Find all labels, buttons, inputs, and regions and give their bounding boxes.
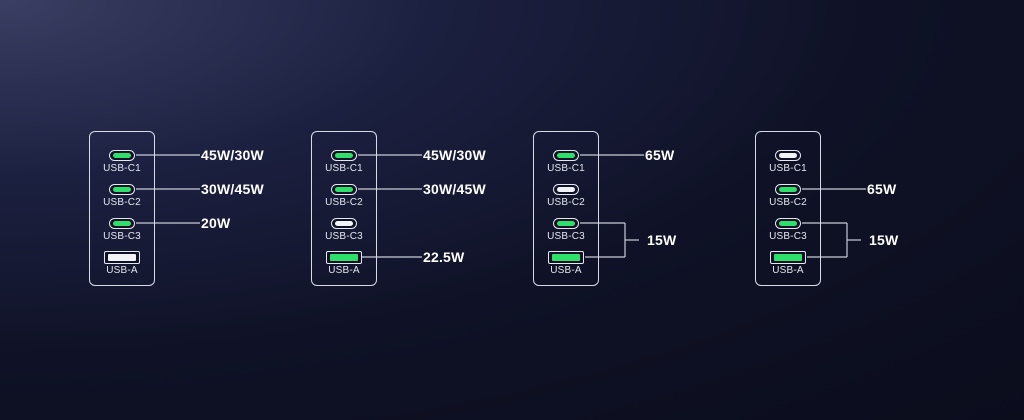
port-power-label: 45W/30W xyxy=(201,147,264,163)
charger-2 xyxy=(311,131,377,286)
usb-c-port-icon xyxy=(109,149,135,161)
port-active-indicator xyxy=(779,186,797,192)
port-active-indicator xyxy=(774,253,802,261)
port-inactive-indicator xyxy=(557,186,575,192)
port-label: USB-C3 xyxy=(325,231,363,242)
usb-c-port-icon xyxy=(775,149,801,161)
port-power-label: 65W xyxy=(645,147,675,163)
charger-4 xyxy=(755,131,821,286)
port-active-indicator xyxy=(330,253,358,261)
usb-c-port-icon xyxy=(553,217,579,229)
port-label: USB-C1 xyxy=(325,163,363,174)
port-active-indicator xyxy=(335,186,353,192)
usb-c-port-icon xyxy=(109,217,135,229)
port-label: USB-C3 xyxy=(769,231,807,242)
port-active-indicator xyxy=(113,186,131,192)
port-label: USB-C3 xyxy=(547,231,585,242)
port-label: USB-C1 xyxy=(547,163,585,174)
port-label: USB-C3 xyxy=(103,231,141,242)
charger-3 xyxy=(533,131,599,286)
usb-c-port-icon xyxy=(331,183,357,195)
port-power-label: 22.5W xyxy=(423,249,465,265)
charger-1 xyxy=(89,131,155,286)
port-label: USB-C2 xyxy=(103,197,141,208)
usb-a-port-icon xyxy=(548,250,584,264)
usb-a-port-icon xyxy=(326,250,362,264)
port-power-label: 45W/30W xyxy=(423,147,486,163)
port-label: USB-C1 xyxy=(769,163,807,174)
usb-a-port-icon xyxy=(770,250,806,264)
usb-c-port-icon xyxy=(331,217,357,229)
port-label: USB-C1 xyxy=(103,163,141,174)
port-active-indicator xyxy=(113,152,131,158)
port-label: USB-C2 xyxy=(325,197,363,208)
port-label: USB-A xyxy=(106,265,138,276)
port-power-label: 65W xyxy=(867,181,897,197)
port-active-indicator xyxy=(552,253,580,261)
port-active-indicator xyxy=(335,152,353,158)
port-label: USB-A xyxy=(328,265,360,276)
port-label: USB-C2 xyxy=(547,197,585,208)
usb-c-port-icon xyxy=(775,217,801,229)
port-active-indicator xyxy=(113,220,131,226)
port-power-label: 30W/45W xyxy=(423,181,486,197)
usb-c-port-icon xyxy=(109,183,135,195)
port-inactive-indicator xyxy=(779,152,797,158)
usb-c-port-icon xyxy=(331,149,357,161)
port-inactive-indicator xyxy=(108,253,136,261)
port-power-label: 20W xyxy=(201,215,231,231)
usb-c-port-icon xyxy=(775,183,801,195)
port-power-label: 30W/45W xyxy=(201,181,264,197)
port-label: USB-A xyxy=(772,265,804,276)
port-active-indicator xyxy=(557,152,575,158)
shared-power-label: 15W xyxy=(647,232,677,248)
port-active-indicator xyxy=(779,220,797,226)
port-label: USB-C2 xyxy=(769,197,807,208)
port-label: USB-A xyxy=(550,265,582,276)
port-active-indicator xyxy=(557,220,575,226)
port-inactive-indicator xyxy=(335,220,353,226)
shared-power-label: 15W xyxy=(869,232,899,248)
usb-a-port-icon xyxy=(104,250,140,264)
usb-c-port-icon xyxy=(553,149,579,161)
usb-c-port-icon xyxy=(553,183,579,195)
